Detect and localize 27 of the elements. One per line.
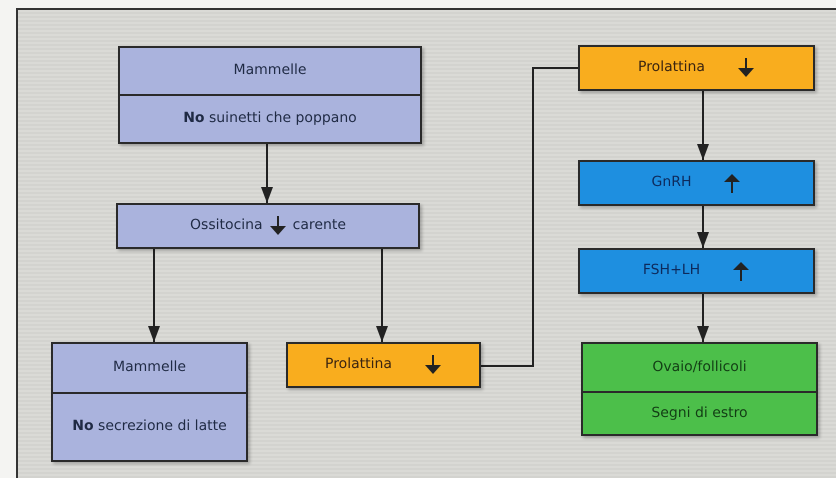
box-label: GnRH [652, 174, 692, 192]
box-label: No suinetti che poppano [183, 110, 357, 128]
box-label: Segni di estro [651, 404, 748, 422]
arrow [697, 206, 709, 248]
process-box [578, 45, 815, 91]
box-label: carente [292, 217, 346, 235]
process-box [51, 342, 248, 462]
arrow [697, 294, 709, 342]
box-label: No secrezione di latte [72, 418, 227, 436]
box-label: Ossitocina [190, 217, 263, 235]
arrow [148, 249, 160, 342]
process-box [581, 342, 818, 436]
process-box [116, 203, 420, 249]
arrow [376, 249, 388, 342]
connector-line [481, 67, 578, 367]
process-box [286, 342, 481, 388]
box-label: Ovaio/follicoli [652, 358, 747, 376]
box-label: Mammelle [234, 62, 306, 80]
box-label: FSH+LH [642, 262, 700, 280]
process-box [578, 160, 815, 206]
box-label: Prolattina [325, 356, 392, 374]
process-box [118, 46, 422, 144]
arrow [697, 91, 709, 160]
box-label: Mammelle [113, 359, 186, 377]
box-label: Prolattina [638, 59, 705, 77]
process-box [578, 248, 815, 294]
arrow [261, 144, 273, 203]
